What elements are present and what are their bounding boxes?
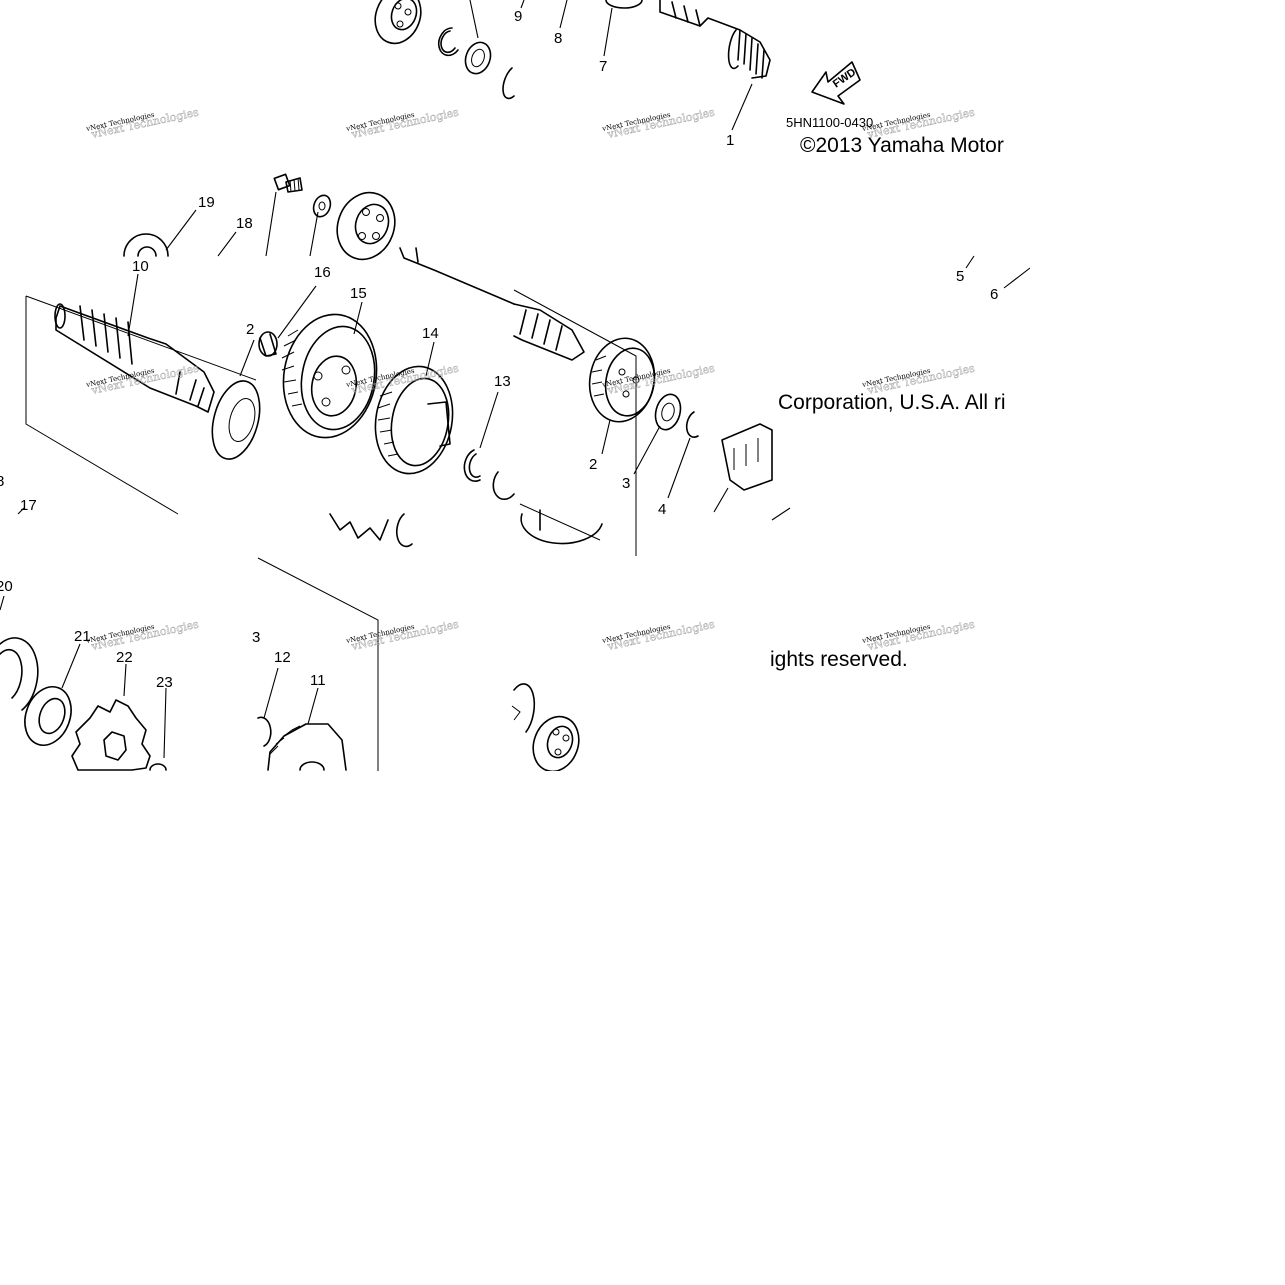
callout-13: 13 [494, 373, 511, 390]
leaders-top [469, 0, 568, 39]
lower-strip: 20 21 22 23 12 11 3 ights reserved. [0, 557, 908, 773]
callout-15: 15 [350, 285, 367, 302]
copyright-line-3: ights reserved. [770, 648, 908, 671]
washer-16 [312, 194, 332, 218]
copyright-line-2: Corporation, U.S.A. All ri [778, 391, 1006, 414]
callout-14: 14 [422, 325, 439, 342]
washer-23 [149, 763, 167, 771]
main-axle-1 [659, 0, 771, 79]
washer-splined-mid [492, 471, 515, 501]
callout-3: 3 [622, 475, 630, 492]
group-frame-lower [257, 557, 379, 771]
gear-6 [605, 0, 643, 9]
callout-23: 23 [156, 674, 173, 691]
middle-strip: 19 18 10 16 15 14 13 2 2 3 4 5 6 Corpora… [0, 173, 1031, 556]
circlip-top [437, 27, 459, 57]
callout-21: 21 [74, 628, 91, 645]
callout-5: 5 [956, 268, 964, 285]
callout-22: 22 [116, 649, 133, 666]
callout-9: 6 [990, 286, 998, 303]
callout-3-partial: 3 [252, 629, 260, 646]
oil-seal-21 [24, 686, 72, 746]
callout-4: 4 [658, 501, 666, 518]
callout-19: 19 [198, 194, 215, 211]
top-strip: FWD 5HN1100-0430 ©2013 Yamaha Motor 9 8 … [374, 0, 1004, 157]
bearing-20 [0, 637, 39, 711]
bolt-18 [273, 173, 303, 193]
callout-8: 9 [514, 8, 522, 25]
callout-16: 16 [314, 264, 331, 281]
sprocket-22 [71, 699, 151, 771]
washer-3 [654, 393, 682, 431]
callout-20: 20 [0, 578, 13, 595]
copyright-line-1: ©2013 Yamaha Motor [800, 134, 1004, 157]
drive-axle-10 [54, 303, 215, 413]
bearing-top-left [374, 0, 422, 45]
circlip-4 [685, 411, 699, 438]
group-frame-right [513, 289, 637, 556]
svg-text:FWD: FWD [831, 66, 858, 90]
group-frame-left [25, 295, 257, 515]
collar-top [502, 67, 515, 100]
callout-17: 17 [20, 497, 37, 514]
gear-14 [374, 365, 454, 475]
washer-8 [464, 41, 492, 75]
circlip-lower [395, 513, 413, 548]
washer-lower-right [513, 683, 536, 733]
circlip-12 [257, 716, 272, 747]
main-axle-mid [399, 247, 585, 361]
circlip-13 [463, 449, 481, 482]
gear-2 [588, 337, 656, 423]
callout-2-right: 2 [589, 456, 597, 473]
gear-partial-lower [520, 509, 603, 545]
gear-right-edge [721, 423, 773, 491]
bearing-19 [123, 233, 169, 257]
callout-8-partial: 8 [0, 473, 4, 490]
bearing-right [336, 191, 396, 261]
fwd-arrow-icon: FWD [811, 61, 861, 105]
callout-11: 11 [310, 672, 326, 689]
collar-2 [258, 331, 278, 357]
callout-2-left: 2 [246, 321, 254, 338]
callout-6: 7 [599, 58, 607, 75]
drawing-code: 5HN1100-0430 [786, 115, 873, 130]
sprocket-partial [329, 513, 389, 541]
callout-10: 10 [132, 258, 149, 275]
callout-12: 12 [274, 649, 291, 666]
callout-7: 8 [554, 30, 562, 47]
callout-1: 1 [726, 132, 734, 149]
gear-15 [281, 313, 378, 439]
bearing-lower-right [532, 715, 580, 773]
bearing-left-lower [211, 380, 261, 460]
callout-18: 18 [236, 215, 253, 232]
gear-11 [267, 723, 347, 771]
